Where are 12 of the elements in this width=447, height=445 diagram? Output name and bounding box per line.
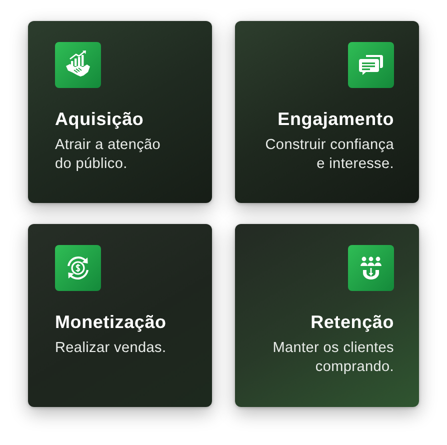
card-heading: Aquisição	[55, 108, 144, 130]
card-description: Realizar vendas.	[55, 339, 166, 358]
stage-card	[235, 224, 419, 407]
card-heading: Monetização	[55, 311, 166, 333]
stage-card	[28, 21, 212, 203]
card-heading: Retenção	[310, 311, 394, 333]
stage-card	[28, 224, 212, 407]
card-description: Construir confiança e interesse.	[264, 136, 394, 174]
stage-card	[235, 21, 419, 203]
card-description: Atrair a atenção do público.	[55, 136, 162, 174]
card-heading: Engajamento	[278, 108, 394, 130]
card-description: Manter os clientes comprando.	[272, 339, 394, 377]
